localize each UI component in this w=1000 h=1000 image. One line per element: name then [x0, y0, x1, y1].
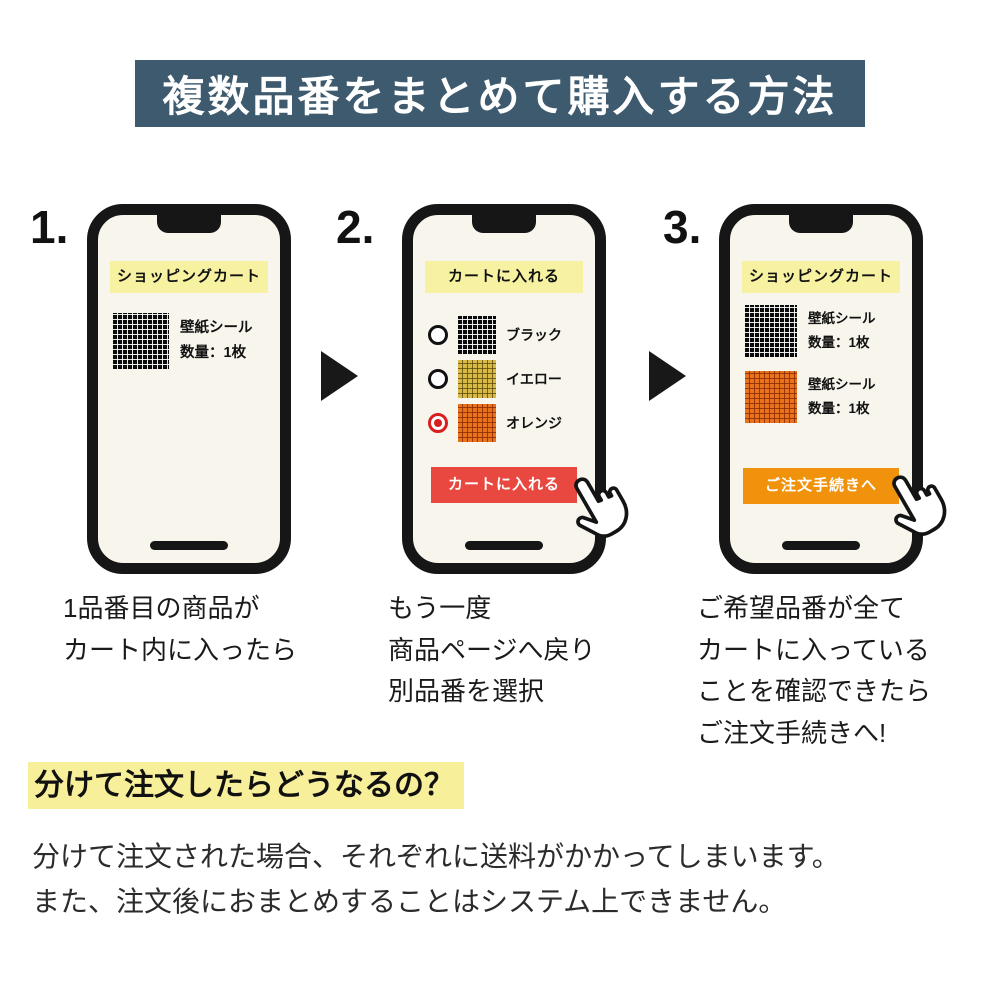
caption-line: もう一度 [388, 593, 492, 623]
phone-screen: カートに入れる ブラック イエロー オレンジ カートに入れる [413, 215, 595, 563]
product-quantity: 数量：1枚 [808, 401, 870, 416]
caption-line: ことを確認できたら [697, 676, 932, 707]
footer-question-heading: 分けて注文したらどうなるの？ [28, 760, 464, 809]
phone-notch [157, 213, 221, 233]
checkout-button[interactable]: ご注文手続きへ [743, 468, 899, 504]
product-quantity: 数量：1枚 [808, 335, 870, 350]
phone-home-indicator [465, 541, 543, 550]
color-option-black[interactable]: ブラック [428, 315, 562, 355]
color-option-orange[interactable]: オレンジ [428, 403, 562, 443]
footer-note-line: 分けて注文された場合、それぞれに送料がかかってしまいます。 [32, 841, 840, 872]
orange-tile-swatch [745, 371, 797, 423]
caption-line: 商品ページへ戻り [388, 634, 596, 665]
cart-item-row: 壁紙シール 数量：1枚 [745, 371, 876, 423]
black-tile-swatch [458, 316, 496, 354]
option-label: ブラック [506, 327, 562, 343]
hand-cursor-icon [551, 459, 648, 560]
step-2-caption: もう一度 商品ページへ戻り 別品番を選択 [388, 588, 595, 713]
radio-unselected-icon[interactable] [428, 369, 448, 389]
phone-mockup-step1: ショッピングカート 壁紙シール 数量：1枚 [87, 204, 291, 574]
footer-note-line: また、注文後におまとめすることはシステム上できません。 [32, 886, 787, 918]
footer-note: 分けて注文された場合、それぞれに送料がかかってしまいます。 また、注文後におまと… [32, 834, 840, 925]
color-option-yellow[interactable]: イエロー [428, 359, 562, 399]
caption-line: ご注文手続きへ! [697, 717, 887, 748]
page-title: 複数品番をまとめて購入する方法 [162, 73, 838, 120]
phone-notch [789, 213, 853, 233]
phone-screen: ショッピングカート 壁紙シール 数量：1枚 壁紙シール 数量：1枚 ご注文手続き… [730, 215, 912, 563]
cart-item-row: 壁紙シール 数量：1枚 [745, 305, 876, 357]
black-tile-swatch [113, 313, 169, 369]
product-name: 壁紙シール [808, 311, 876, 327]
phone-home-indicator [150, 541, 228, 550]
phone-mockup-step2: カートに入れる ブラック イエロー オレンジ カートに入れる [402, 204, 606, 574]
product-name: 壁紙シール [180, 319, 253, 336]
add-to-cart-header-label: カートに入れる [425, 261, 583, 293]
hand-cursor-icon [869, 457, 966, 558]
right-arrow-icon [649, 351, 686, 401]
product-name: 壁紙シール [808, 377, 876, 393]
black-tile-swatch [745, 305, 797, 357]
cart-item-row: 壁紙シール 数量：1枚 [113, 313, 253, 369]
add-to-cart-button[interactable]: カートに入れる [431, 467, 577, 503]
caption-line: 別品番を選択 [388, 676, 545, 707]
right-arrow-icon [321, 351, 358, 401]
radio-unselected-icon[interactable] [428, 325, 448, 345]
highlighted-heading-text: 分けて注文したらどうなるの？ [28, 762, 464, 809]
caption-line: 1品番目の商品が [63, 593, 260, 623]
caption-line: カート内に入ったら [63, 634, 298, 665]
product-quantity: 数量：1枚 [180, 345, 247, 361]
orange-tile-swatch [458, 404, 496, 442]
step-3-caption: ご希望品番が全て カートに入っている ことを確認できたら ご注文手続きへ! [697, 588, 931, 754]
caption-line: ご希望品番が全て [697, 593, 906, 623]
phone-screen: ショッピングカート 壁紙シール 数量：1枚 [98, 215, 280, 563]
step-1-number: 1. [30, 201, 69, 253]
option-label: オレンジ [506, 415, 562, 431]
step-3-number: 3. [663, 201, 702, 253]
cart-header-label: ショッピングカート [110, 261, 268, 293]
phone-mockup-step3: ショッピングカート 壁紙シール 数量：1枚 壁紙シール 数量：1枚 ご注文手続き… [719, 204, 923, 574]
title-banner: 複数品番をまとめて購入する方法 [135, 60, 865, 127]
step-1-caption: 1品番目の商品が カート内に入ったら [63, 588, 297, 671]
phone-notch [472, 213, 536, 233]
phone-home-indicator [782, 541, 860, 550]
option-label: イエロー [506, 371, 562, 387]
yellow-tile-swatch [458, 360, 496, 398]
caption-line: カートに入っている [697, 634, 930, 665]
step-2-number: 2. [336, 201, 375, 253]
radio-selected-icon[interactable] [428, 413, 448, 433]
cart-header-label: ショッピングカート [742, 261, 900, 293]
